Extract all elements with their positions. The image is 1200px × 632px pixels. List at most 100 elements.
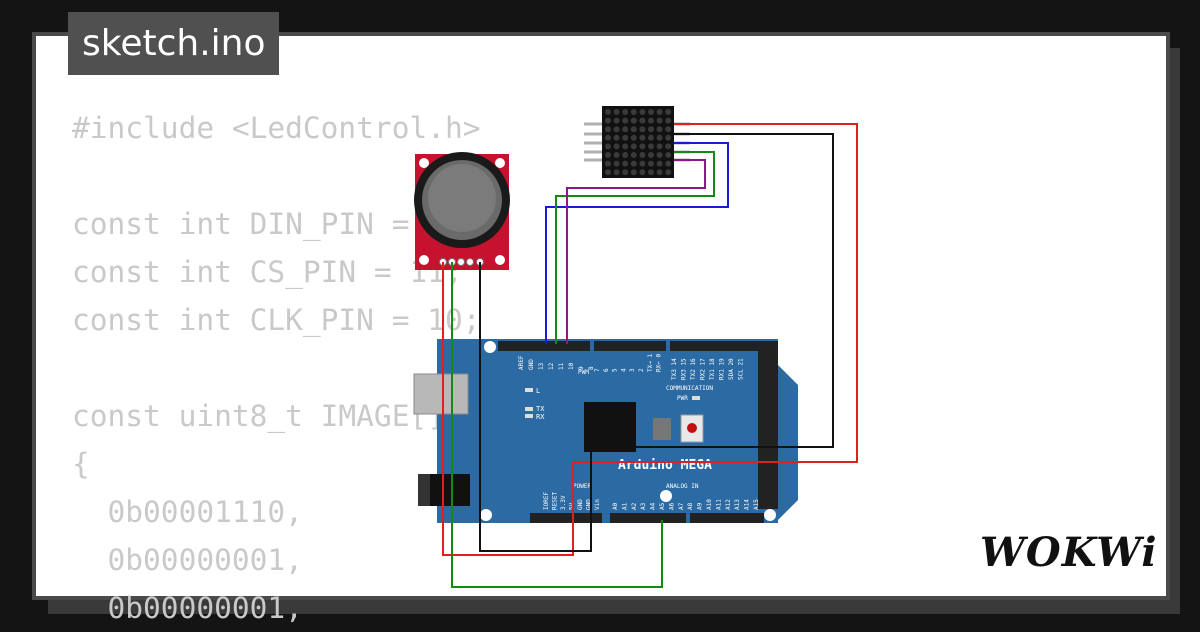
matrix-led (665, 117, 672, 124)
matrix-led (639, 109, 646, 115)
board-label: GND (528, 359, 535, 370)
matrix-led (613, 160, 620, 167)
matrix-led (630, 143, 637, 150)
matrix-led (665, 109, 672, 115)
matrix-led (622, 134, 629, 141)
matrix-led (656, 126, 663, 133)
board-label: A8 (687, 502, 694, 510)
board-label: ANALOG IN (666, 483, 699, 490)
matrix-led (648, 117, 654, 124)
matrix-led (639, 117, 646, 124)
matrix-led (656, 143, 663, 150)
matrix-led (639, 169, 646, 176)
matrix-led (648, 143, 654, 150)
board-label: A2 (631, 502, 638, 510)
matrix-led (630, 117, 637, 124)
matrix-led (605, 117, 611, 124)
matrix-led (665, 160, 672, 167)
board-label: 3 (629, 368, 636, 372)
matrix-led (613, 134, 620, 141)
board-label: A6 (668, 502, 675, 510)
matrix-led (656, 169, 663, 176)
matrix-led (656, 134, 663, 141)
board-label: A12 (725, 499, 732, 510)
matrix-led (630, 152, 637, 158)
joystick-module[interactable] (414, 152, 510, 270)
board-label: POWER (573, 483, 591, 490)
matrix-led (648, 169, 654, 176)
matrix-pin-left (584, 150, 602, 154)
board-label: 10 (568, 362, 575, 370)
code-line: const uint8_t IMAGE[] = (72, 399, 481, 433)
matrix-led (613, 169, 620, 176)
file-tab[interactable]: sketch.ino (68, 12, 280, 75)
board-label: RX1 19 (719, 358, 726, 380)
board-label: A9 (697, 502, 704, 510)
matrix-led (630, 126, 637, 133)
matrix-led (639, 160, 646, 167)
matrix-led (613, 126, 620, 133)
board-label: IOREF (543, 492, 550, 510)
joystick-pin (457, 258, 465, 266)
board-label: A4 (650, 502, 657, 510)
board-label: RX (536, 413, 545, 421)
board-label: 4 (620, 368, 627, 372)
board-label: L (536, 387, 540, 395)
board-label: 2 (638, 368, 645, 372)
matrix-led (639, 126, 646, 133)
board-label: TX1 18 (709, 358, 716, 380)
matrix-led (648, 134, 654, 141)
board-label: TX (536, 405, 545, 413)
code-line: #include <LedControl.h> (72, 111, 481, 145)
matrix-led (605, 160, 611, 167)
code-line: { (72, 447, 90, 481)
matrix-led (630, 169, 637, 176)
matrix-led (622, 169, 629, 176)
matrix-led (613, 117, 620, 124)
matrix-pin-left (584, 122, 602, 126)
matrix-led (622, 152, 629, 158)
svg-text:WOKWi: WOKWi (980, 529, 1158, 576)
joystick-pin (466, 258, 474, 266)
matrix-led (605, 126, 611, 133)
matrix-led (656, 160, 663, 167)
board-label: A11 (715, 499, 722, 510)
matrix-led (622, 117, 629, 124)
code-line: 0b00000001, (107, 543, 303, 577)
board-label: SCL 21 (738, 358, 745, 380)
matrix-led (630, 109, 637, 115)
board-label: 9 (578, 366, 585, 370)
matrix-led (656, 152, 663, 158)
board-label: A5 (659, 502, 666, 510)
matrix-led (656, 117, 663, 124)
wires (442, 123, 858, 588)
board-label: Vin (594, 499, 601, 510)
matrix-led (605, 143, 611, 150)
matrix-led (613, 152, 620, 158)
matrix-led (613, 109, 620, 115)
board-label: TX3 14 (671, 358, 678, 380)
board-label: RESET (552, 492, 559, 510)
board-label: RX3 15 (681, 358, 688, 380)
board-label: SDA 20 (728, 358, 735, 380)
board-label: AREF (518, 355, 525, 370)
board-label: 3.3V (560, 495, 567, 510)
board-label: 6 (603, 368, 610, 372)
wokwi-logo: WOKWi (980, 529, 1157, 576)
matrix-led (656, 109, 663, 115)
matrix-led (665, 134, 672, 141)
board-label: A13 (734, 499, 741, 510)
matrix-led (648, 152, 654, 158)
board-label: GND (586, 499, 593, 510)
board-label: PWR (677, 395, 688, 402)
matrix-pin-left (584, 141, 602, 145)
board-label: RX← 0 (656, 354, 663, 372)
board-label: A3 (640, 502, 647, 510)
matrix-led (613, 143, 620, 150)
code-line: const int CLK_PIN = 10; (72, 303, 481, 337)
matrix-led (648, 109, 654, 115)
matrix-led (639, 143, 646, 150)
board-label: A10 (706, 499, 713, 510)
